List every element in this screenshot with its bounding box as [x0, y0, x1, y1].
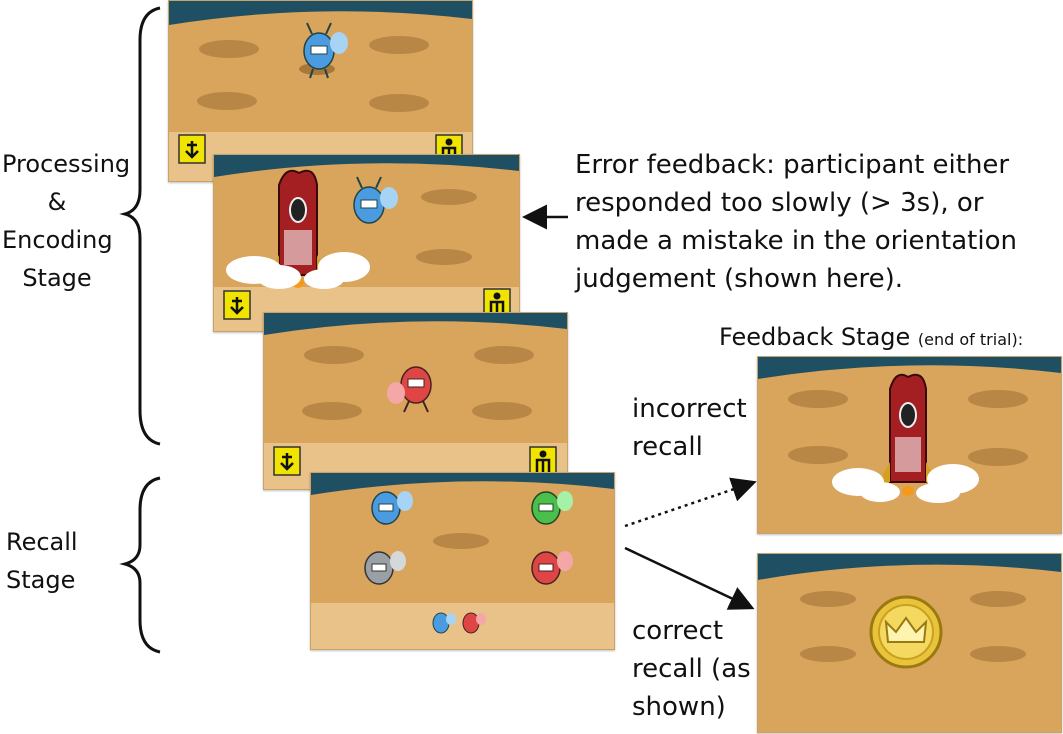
alien-icon — [531, 551, 573, 585]
feedback-incorrect-screen — [757, 356, 1062, 534]
feedback-stage-subtitle: (end of trial): — [917, 330, 1024, 349]
recall-stage-label: Recall Stage — [6, 528, 78, 594]
alien-icon — [531, 491, 573, 525]
error-feedback-text: Error feedback: participant either respo… — [575, 150, 1017, 294]
down-arrow-button-icon — [178, 134, 206, 164]
crown-coin-icon — [869, 595, 943, 669]
person-up-button-icon — [529, 446, 557, 476]
alien-icon — [364, 551, 406, 585]
correct-recall-arrow — [624, 546, 755, 610]
alien-icon — [387, 366, 432, 413]
alien-icon — [303, 22, 348, 79]
down-arrow-button-icon — [223, 290, 251, 320]
alien-icon — [371, 491, 413, 525]
encoding-screen-1 — [168, 0, 473, 182]
recall-choice-blue[interactable] — [432, 612, 456, 634]
down-arrow-button-icon — [273, 446, 301, 476]
feedback-stage-title: Feedback Stage — [719, 323, 911, 351]
recall-brace — [119, 476, 161, 654]
smoke-cloud — [832, 464, 979, 503]
feedback-stage-heading: Feedback Stage (end of trial): — [719, 321, 1023, 356]
feedback-correct-screen — [757, 553, 1062, 733]
alien-icon — [353, 176, 398, 224]
correct-recall-label: correct recall (as shown) — [632, 616, 751, 722]
smoke-cloud — [226, 252, 370, 289]
processing-brace — [119, 6, 161, 446]
incorrect-recall-arrow — [624, 477, 757, 528]
recall-screen — [310, 472, 615, 650]
recall-choice-red[interactable] — [462, 612, 486, 634]
error-feedback-screen — [213, 154, 520, 332]
processing-stage-label: Processing & Encoding Stage — [2, 150, 131, 292]
rocket-icon — [266, 169, 330, 288]
incorrect-recall-label: incorrect recall — [632, 394, 747, 462]
encoding-screen-2 — [263, 312, 568, 490]
rocket-icon — [876, 373, 940, 496]
